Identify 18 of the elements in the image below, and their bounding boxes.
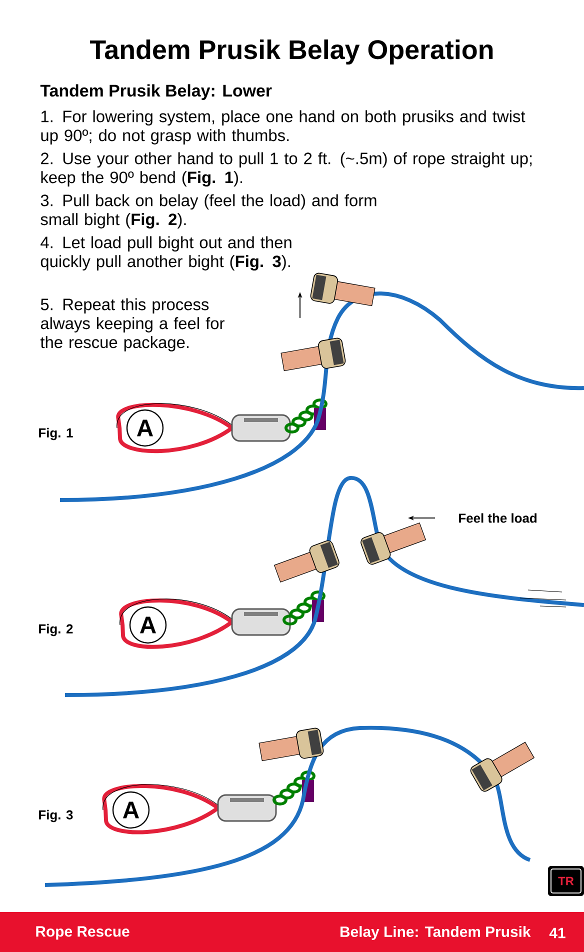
page-title: Tandem Prusik Belay Operation [90,39,493,65]
figure-label: Fig. 2 [39,624,73,636]
step-text: 2. Use your other hand to pull 1 to 2 ft. (~.5m) of rope straight up; keep the 90º bend (Fig. 1). [41,152,532,187]
anchor-letter: A [140,616,156,634]
step-text: 4. Let load pull bight out and then quickly pull another bight (Fig. 3). [40,236,292,271]
step-text: 1. For lowering system, place one hand on both prusiks and twist up 90º; do not grasp with thumbs. [41,110,526,144]
page-number: 41 [549,928,566,938]
footer-text: Rope Rescue [36,926,130,940]
footer-text: Belay Line: Tandem Prusik [340,926,531,940]
step-text: 5. Repeat this process always keeping a feel for the rescue package. [40,298,224,352]
anchor-letter: A [136,420,153,436]
step-text: 3. Pull back on belay (feel the load) and form small bight (Fig. 2). [40,194,376,229]
figure-label: Fig. 3 [39,810,73,822]
figure-label: Fig. 1 [39,428,73,440]
note-text: Feel the load [459,513,536,523]
anchor-letter: A [122,802,139,818]
section-heading: Tandem Prusik Belay: Lower [40,84,272,100]
section-badge: TR [548,866,584,896]
